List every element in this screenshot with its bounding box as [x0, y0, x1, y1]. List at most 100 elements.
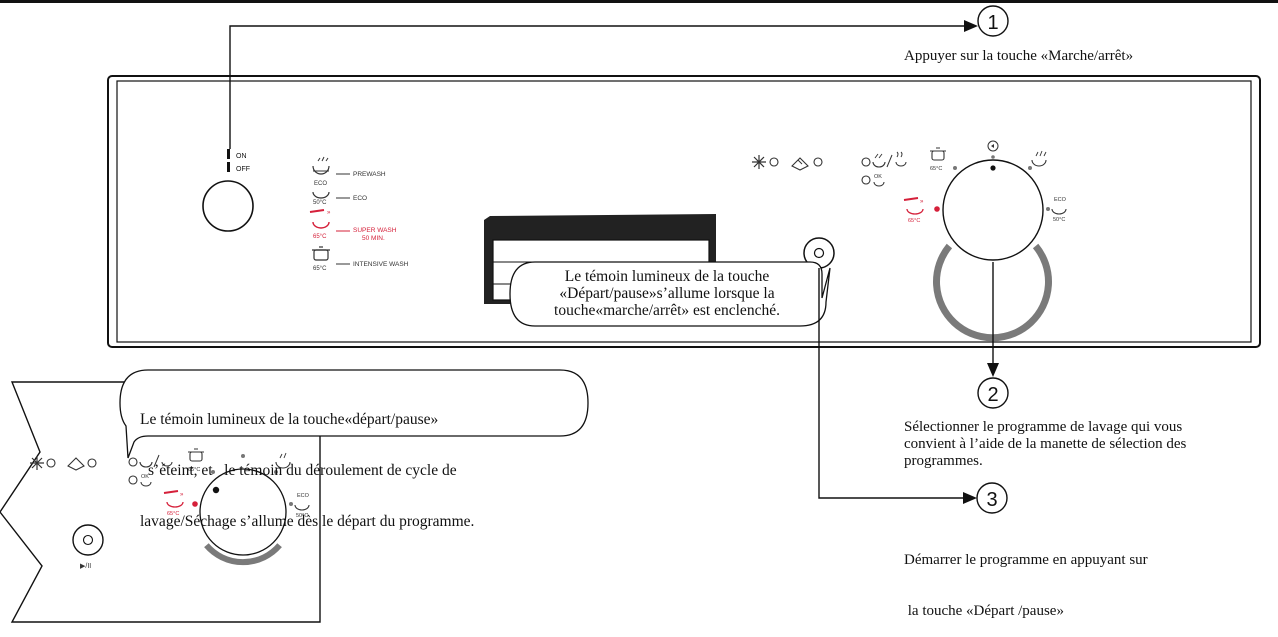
step-3-text: Démarrer le programme en appuyant sur la…: [904, 518, 1148, 637]
dial-marker-eco: [1046, 207, 1050, 211]
arrow-step-2: [987, 262, 999, 377]
panel-callout-line-3: touche«marche/arrêt» est enclenché.: [554, 302, 780, 319]
panel-callout-text: Le témoin lumineux de la touche «Départ/…: [512, 268, 822, 319]
zoom-dial-marker-prewash: [274, 470, 278, 474]
end-indicator-light: [861, 175, 871, 185]
zoom-prewash-icon: [275, 452, 291, 469]
dial-eco-temp: 50°C: [1053, 217, 1065, 223]
zoom-end-light: [128, 475, 138, 485]
rinse-aid-indicator-light: [813, 157, 823, 167]
end-dish-icon: [873, 181, 885, 187]
dial-knob[interactable]: [942, 159, 1044, 261]
zoom-dial-ring: [204, 543, 282, 566]
zoom-dial-marker-super: [192, 501, 198, 507]
wash-dry-icon: [872, 151, 907, 168]
zoom-rinse-aid-light: [87, 458, 97, 468]
start-pause-light: [813, 247, 825, 259]
arrow-step-3: [818, 268, 977, 504]
zoom-eco-label: ECO: [297, 493, 310, 499]
wash-dry-indicator-light: [861, 157, 871, 167]
program-intensive-wash: INTENSIVE WASH: [353, 261, 409, 268]
zoom-salt-light: [46, 458, 56, 468]
panel-outer-frame: [107, 75, 1261, 348]
zoom-ok-label: OK: [141, 474, 149, 480]
salt-indicator-light: [769, 157, 779, 167]
zoom-dial-pointer: [212, 486, 220, 494]
zoom-start-pause-light: [82, 534, 94, 546]
on-label: ON: [236, 153, 247, 160]
dial-marker-top: [991, 155, 995, 159]
intensive-dial-icon: [930, 147, 946, 161]
ok-label: OK: [874, 174, 882, 180]
power-button[interactable]: [202, 180, 254, 232]
step-2-line-3: programmes.: [904, 453, 983, 469]
arrow-step-1: [229, 20, 978, 149]
zoom-callout-line-1: Le témoin lumineux de la touche«départ/p…: [140, 411, 439, 428]
eco-dial-icon: [1051, 208, 1067, 215]
eco-program-icon: ECO: [312, 181, 330, 199]
zoom-wash-dry-icon: [139, 454, 173, 468]
dial-intensive-temp: 65°C: [930, 166, 942, 172]
top-rule: [0, 0, 1278, 3]
zoom-super-wash-icon: »: [163, 490, 184, 508]
zoom-super-temp: 65°C: [167, 511, 179, 517]
zoom-callout-line-3: lavage/Séchage s’allume dès le départ du…: [140, 513, 475, 530]
svg-text:»: »: [180, 492, 184, 498]
rinse-aid-indicator-icon: [791, 157, 809, 171]
program-eco: ECO: [353, 195, 367, 202]
intensive-temp-label: 65°C: [313, 266, 327, 272]
zoom-dial-knob: [199, 468, 287, 556]
prewash-icon: [312, 156, 330, 175]
zoom-dial-marker-eco: [289, 502, 293, 506]
zoom-panel: OK 65°C » 65°C ECO 50°C ▶/II: [0, 381, 321, 623]
zoom-callout-text: Le témoin lumineux de la touche«départ/p…: [140, 377, 590, 547]
zoom-salt-icon: [30, 456, 44, 470]
step-2-marker: 2: [977, 377, 1009, 409]
step-2-text: Sélectionner le programme de lavage qui …: [904, 419, 1186, 470]
off-label: OFF: [236, 166, 250, 173]
on-marker: [227, 149, 230, 159]
super-wash-dial-icon: »: [903, 197, 924, 215]
prewash-dial-icon: [1031, 150, 1047, 167]
zoom-callout-bubble: [119, 369, 589, 459]
zoom-start-pause-button: [72, 524, 104, 556]
zoom-intensive-icon: [188, 448, 204, 462]
zoom-wash-dry-light: [128, 457, 138, 467]
dial-pointer: [990, 165, 996, 171]
step-3-marker: 3: [976, 482, 1008, 514]
step-3-line-2: la touche «Départ /pause»: [904, 603, 1064, 619]
svg-text:»: »: [920, 199, 924, 205]
panel-callout-line-1: Le témoin lumineux de la touche: [564, 268, 770, 285]
panel-inner-frame: [116, 80, 1252, 343]
zoom-dial-marker-intensive: [211, 470, 215, 474]
program-super-wash-duration: 50 MIN.: [362, 235, 385, 242]
dial-super-temp: 65°C: [908, 218, 920, 224]
step-1-number: 1: [987, 12, 998, 34]
panel-callout-bubble: [509, 261, 831, 327]
step-1-text: Appuyer sur la touche «Marche/arrêt»: [904, 48, 1134, 64]
super-wash-icon: »: [309, 209, 331, 229]
step-2-number: 2: [987, 384, 998, 406]
step-2-line-1: Sélectionner le programme de lavage qui …: [904, 419, 1183, 435]
zoom-start-pause-symbol: ▶/II: [80, 563, 91, 570]
off-marker: [227, 162, 230, 172]
intensive-wash-icon: [312, 246, 330, 261]
step-2-line-2: convient à l’aide de la manette de sélec…: [904, 436, 1187, 452]
program-list: PREWASH ECO 50°C ECO » 65°C SUPER WASH 5…: [309, 156, 409, 272]
quick-program-icon: [987, 140, 999, 152]
program-super-wash: SUPER WASH: [353, 227, 397, 234]
zoom-callout-line-2: s’éteint, et le témoin du déroulement de…: [148, 462, 457, 479]
dial-marker-prewash: [1028, 166, 1032, 170]
step-1-marker: 1: [977, 5, 1009, 37]
salt-indicator-icon: [752, 155, 766, 169]
dial-marker-intensive: [953, 166, 957, 170]
panel-callout-line-2: «Départ/pause»s’allume lorsque la: [559, 285, 775, 302]
svg-text:ECO: ECO: [314, 181, 327, 187]
zoom-dial-marker-top: [241, 454, 245, 458]
zoom-rinse-aid-icon: [67, 457, 85, 471]
zoom-intensive-temp: 65°C: [188, 467, 200, 473]
svg-text:»: »: [327, 210, 331, 216]
dial-eco-label: ECO: [1054, 197, 1067, 203]
zoom-eco-temp: 50°C: [296, 513, 308, 519]
